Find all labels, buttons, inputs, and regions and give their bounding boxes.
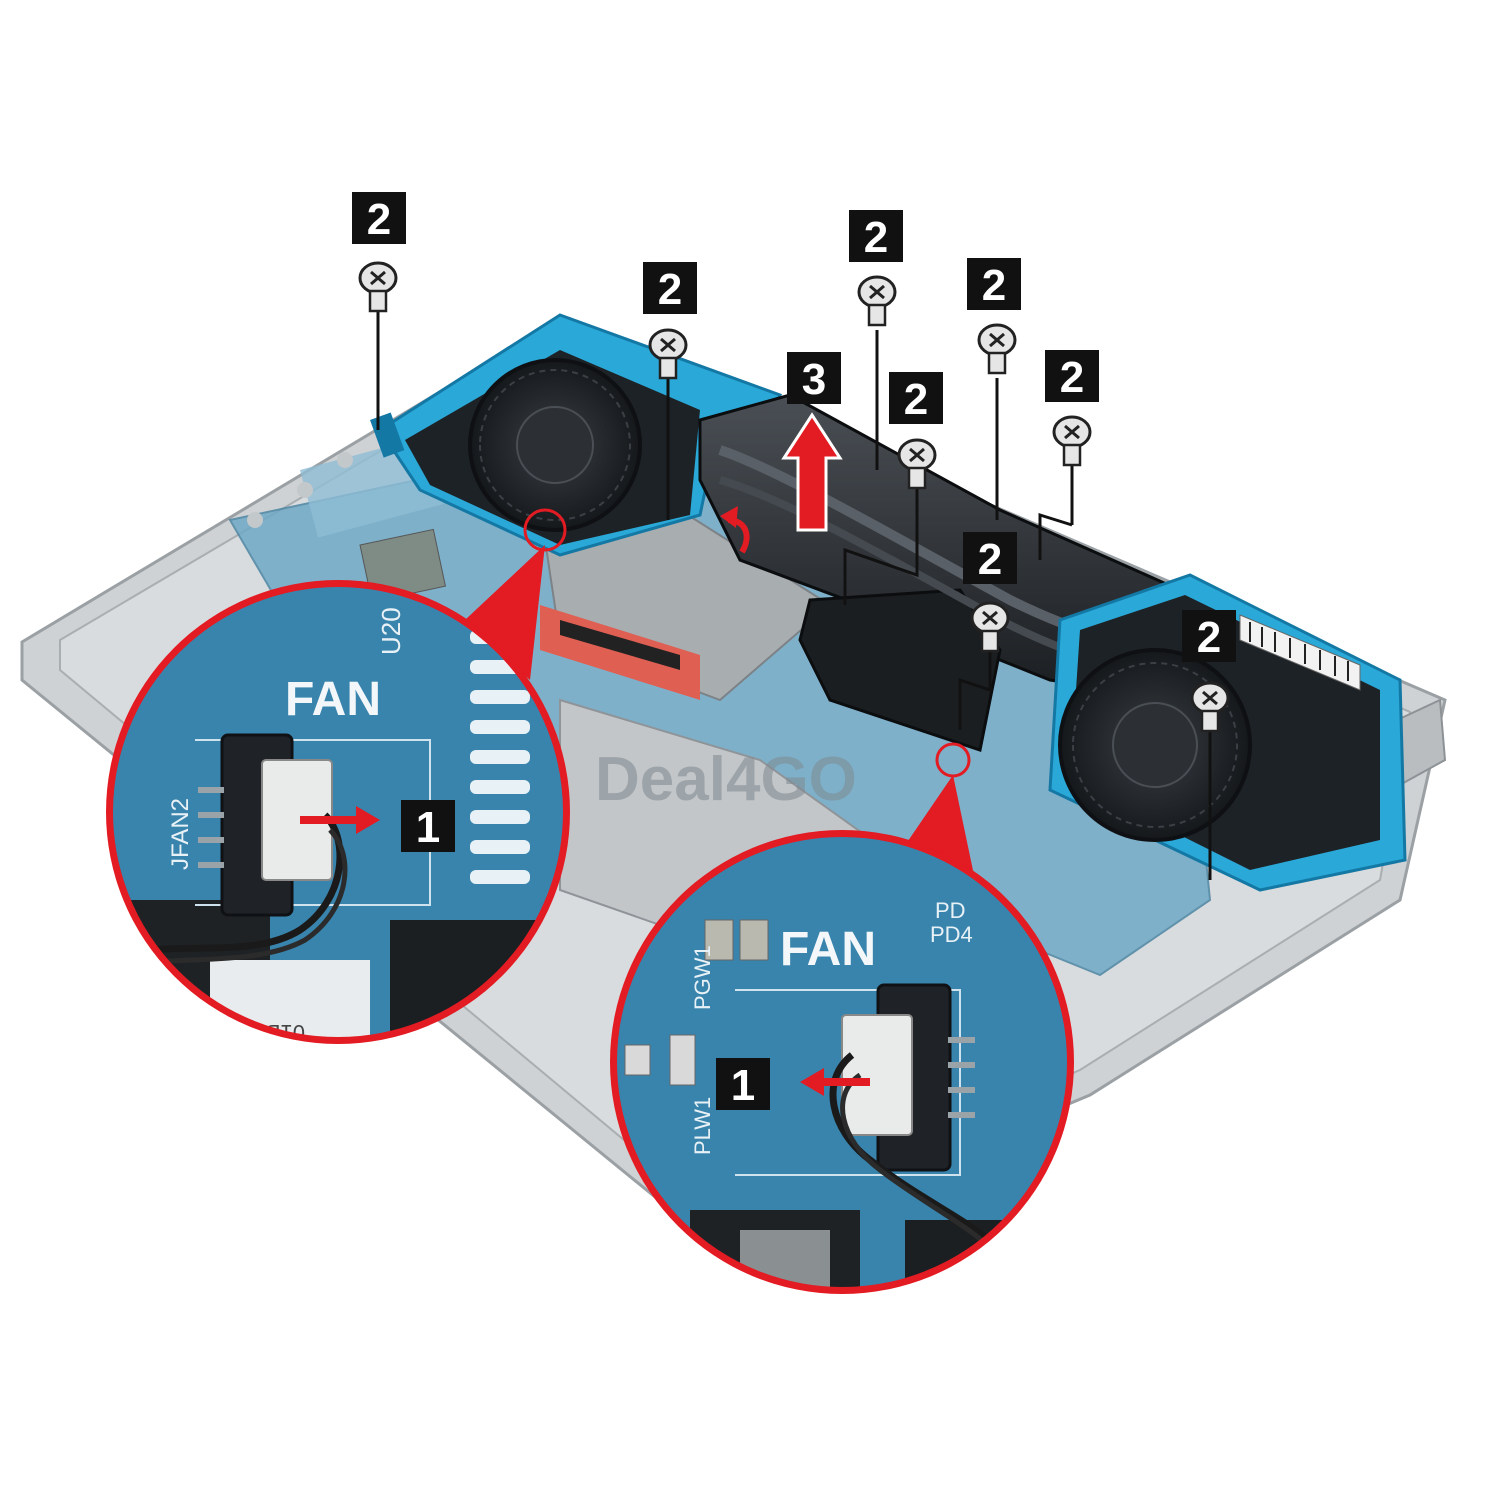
step-badge-lift: 3 [787, 352, 841, 404]
callout-right-side-label: PD4 [930, 922, 973, 947]
step-badge-screw: 2 [967, 258, 1021, 310]
screw-icon [648, 328, 688, 380]
svg-text:2: 2 [982, 261, 1006, 310]
svg-text:2: 2 [904, 375, 928, 424]
callout-right-rail-label-top: PGW1 [690, 945, 715, 1010]
step-badge-screw: 2 [889, 372, 943, 424]
screw-icon [358, 261, 398, 313]
right-fan [1048, 573, 1407, 892]
disconnect-arrow-icon [800, 1068, 870, 1096]
screw-icon [857, 275, 897, 327]
svg-text:2: 2 [1060, 353, 1084, 402]
callout-left: FAN JFAN2 U20 01BB [106, 580, 570, 1044]
screw-leaders [376, 312, 1212, 880]
callout-right-side-label-top: PD [935, 898, 966, 923]
left-fan [370, 313, 783, 557]
step-badge-screw: 2 [963, 532, 1017, 584]
svg-text:1: 1 [731, 1061, 755, 1110]
screw-icon [1052, 415, 1092, 467]
step-badge-screw: 2 [352, 192, 406, 244]
lift-arrow-icon [781, 412, 843, 532]
step-badge-screw: 2 [1182, 610, 1236, 662]
step-badge-screw: 2 [643, 262, 697, 314]
svg-text:2: 2 [658, 265, 682, 314]
svg-text:2: 2 [864, 213, 888, 262]
step-badge-disconnect: 1 [716, 1058, 770, 1110]
svg-text:2: 2 [1197, 613, 1221, 662]
svg-text:3: 3 [802, 355, 826, 404]
svg-text:1: 1 [416, 803, 440, 852]
svg-text:2: 2 [367, 195, 391, 244]
callout-left-connector-label: JFAN2 [167, 798, 194, 870]
screw-icon [897, 438, 937, 490]
callout-right-heading: FAN [780, 923, 876, 976]
callout-pointer [465, 545, 545, 680]
step-badge-screw: 2 [849, 210, 903, 262]
disconnect-arrow-icon [300, 806, 380, 834]
callout-left-chip-label: U20 [376, 607, 406, 655]
step-badge-screw: 2 [1045, 350, 1099, 402]
screw-icon [1190, 681, 1230, 733]
screw-icon [970, 601, 1010, 653]
watermark: Deal4GO [595, 745, 857, 814]
svg-text:2: 2 [978, 535, 1002, 584]
connector-marker [523, 508, 567, 552]
step-badge-disconnect: 1 [401, 800, 455, 852]
rotate-arrow-icon [720, 506, 750, 554]
callout-left-heading: FAN [285, 673, 381, 726]
screw-icon [977, 323, 1017, 375]
ssd-cover [540, 508, 832, 702]
callout-right: FAN PD PD4 PGW1 PLW1 [610, 830, 1074, 1294]
callout-right-rail-label: PLW1 [690, 1097, 715, 1155]
